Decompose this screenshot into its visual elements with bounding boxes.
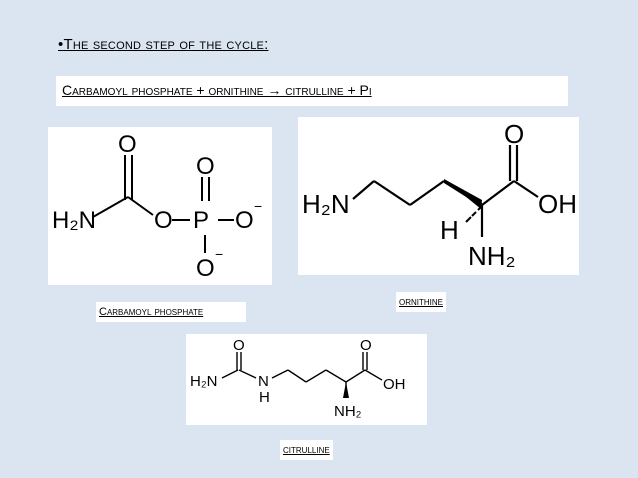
ornithine-oh: OH xyxy=(538,189,577,219)
ornithine-h: H xyxy=(440,215,459,245)
carbamoyl-o-top: O xyxy=(118,131,137,158)
ornithine-o-top: O xyxy=(504,119,524,149)
citrulline-oh: OH xyxy=(383,376,406,393)
ornithine-nh2-left: H₂N xyxy=(302,189,350,219)
citrulline-o-left: O xyxy=(233,337,245,354)
carbamoyl-nh2: H₂N xyxy=(52,207,96,234)
citrulline-label: citrulline xyxy=(280,440,333,460)
carbamoyl-phosphate-svg: O H₂N O P O O − O − xyxy=(52,131,262,282)
carbamoyl-phosphate-structure: O H₂N O P O O − O − xyxy=(48,127,272,285)
reaction-equation: Carbamoyl phosphate + ornithine → citrul… xyxy=(62,82,372,98)
carbamoyl-o-link: O xyxy=(154,207,173,234)
citrulline-structure: O O H₂N N H OH NH₂ xyxy=(186,334,427,425)
ornithine-structure: H₂N O OH H NH₂ xyxy=(298,117,579,275)
ornithine-nh2-bottom: NH₂ xyxy=(468,241,516,271)
phosphate-o-bottom: O xyxy=(196,255,215,282)
wedge-bond xyxy=(444,179,482,209)
phosphate-o-right-charge: − xyxy=(254,198,262,214)
ornithine-label: ornithine xyxy=(396,292,446,312)
phosphorus: P xyxy=(193,207,209,234)
citrulline-wedge-bond xyxy=(343,382,349,398)
slide-heading: •The second step of the cycle: xyxy=(58,36,269,53)
citrulline-o-right: O xyxy=(360,337,372,354)
citrulline-nh2-bottom: NH₂ xyxy=(334,403,362,420)
citrulline-h: H xyxy=(259,389,270,406)
equation-box: Carbamoyl phosphate + ornithine → citrul… xyxy=(56,76,568,106)
citrulline-n: N xyxy=(258,373,269,390)
ornithine-svg: H₂N O OH H NH₂ xyxy=(302,119,577,271)
phosphate-o-top: O xyxy=(196,153,215,180)
phosphate-o-bottom-charge: − xyxy=(215,246,223,262)
phosphate-o-right: O xyxy=(235,207,254,234)
citrulline-nh2-left: H₂N xyxy=(190,373,218,390)
citrulline-svg: O O H₂N N H OH NH₂ xyxy=(190,337,406,420)
carbamoyl-phosphate-label: Carbamoyl phosphate xyxy=(96,302,246,322)
